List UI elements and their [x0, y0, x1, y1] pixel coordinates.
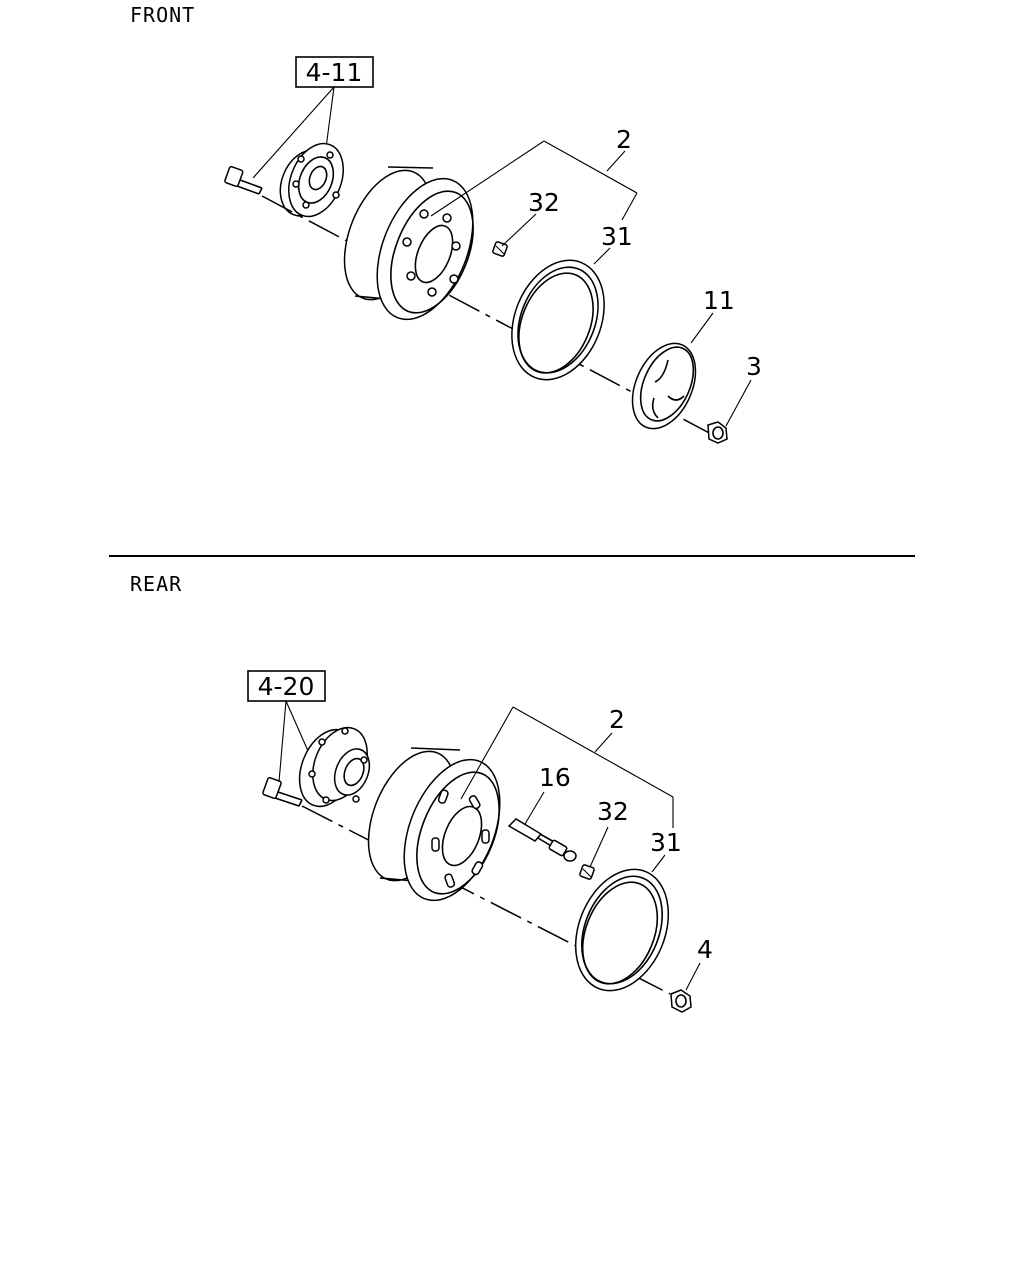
rear-callout-extension: 16: [539, 763, 571, 792]
rear-callout-wheel: 2: [609, 705, 625, 734]
rear-ref-leader-bolt: [278, 700, 287, 783]
rear-callout-nut: 4: [697, 935, 713, 964]
front-wheel-leader-c: [621, 192, 638, 221]
front-hub: [279, 142, 344, 218]
rear-ring-leader: [651, 854, 666, 873]
front-wheel-disc: [343, 166, 474, 321]
rear-wheel-disc: [367, 747, 501, 902]
rear-section-title: REAR: [130, 572, 182, 596]
front-callout-wheel: 2: [616, 125, 632, 154]
front-callout-valve-cap: 32: [528, 188, 560, 217]
rear-hub: [298, 726, 371, 808]
rear-hub-bolt: [262, 776, 303, 807]
rear-wheel-leader-b: [512, 706, 674, 798]
front-callout-tire-ring: 31: [601, 222, 633, 251]
front-ref-leader-hub: [325, 86, 335, 149]
front-valve-cap: [492, 241, 508, 257]
rear-callout-tire-ring: 31: [650, 828, 682, 857]
rear-wheel-leader-d: [594, 732, 613, 753]
front-ref-box[interactable]: 4-11: [295, 56, 374, 88]
front-callout-nut: 3: [746, 352, 762, 381]
rear-nut: [670, 989, 692, 1013]
front-ref-box-frame: [295, 56, 374, 88]
front-callout-hub-cover: 11: [703, 286, 735, 315]
front-tire-ring: [511, 259, 605, 381]
rear-ref-box[interactable]: 4-20: [247, 670, 326, 702]
front-section-title: FRONT: [130, 3, 195, 27]
front-ref-box-label: 4-11: [306, 58, 363, 87]
front-wheel-leader-d: [606, 150, 626, 172]
front-ref-leader-bolt: [252, 86, 335, 179]
front-nut-leader: [725, 379, 752, 427]
rear-ref-box-label: 4-20: [258, 672, 315, 701]
front-nut: [707, 421, 728, 444]
rear-callout-valve-cap: 32: [597, 797, 629, 826]
rear-wheel-leader-a: [460, 706, 514, 800]
front-wheel-leader-b: [543, 140, 638, 194]
rear-tire-ring: [574, 868, 670, 992]
front-hub-bolt: [224, 165, 263, 195]
rear-extension-leader: [524, 791, 545, 825]
front-cover-leader: [690, 312, 714, 344]
front-cap-leader: [501, 213, 537, 247]
rear-valve-extension: [507, 818, 577, 862]
front-hub-cover: [631, 342, 697, 430]
front-ring-leader: [593, 247, 611, 265]
front-wheel-leader-a: [430, 140, 545, 217]
rear-cap-leader: [589, 826, 609, 868]
rear-valve-cap: [579, 864, 595, 880]
rear-nut-leader: [685, 962, 701, 991]
rear-ref-box-frame: [247, 670, 326, 702]
